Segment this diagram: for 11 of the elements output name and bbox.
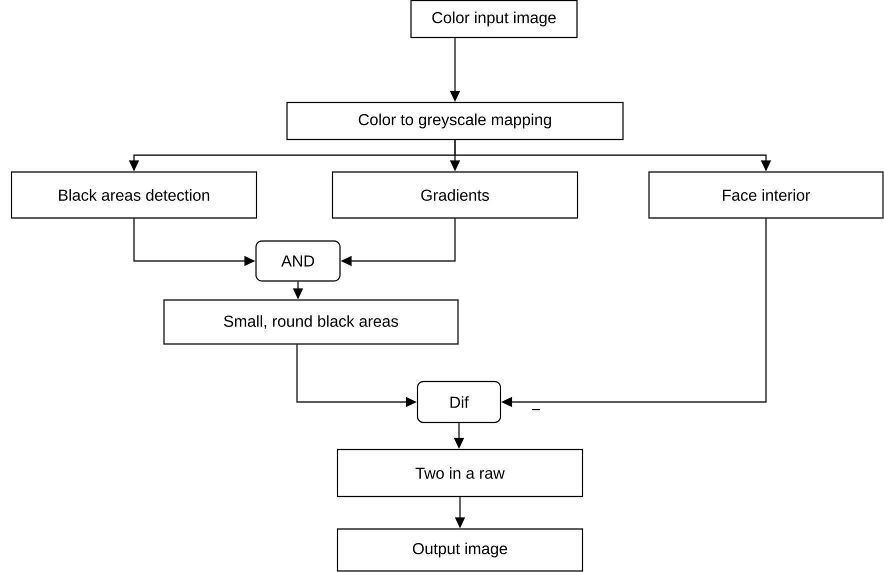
process-box: Face interior — [648, 171, 884, 219]
process-box: Output image — [336, 528, 584, 572]
operator-box: AND — [255, 240, 341, 282]
process-box: Color input image — [410, 0, 578, 38]
process-box: Two in a raw — [336, 448, 584, 498]
process-box: Small, round black areas — [163, 299, 459, 345]
edge-label: − — [530, 408, 542, 416]
process-box: Gradients — [332, 171, 578, 219]
process-box: Color to greyscale mapping — [286, 102, 624, 140]
process-box: Black areas detection — [10, 171, 258, 219]
operator-box: Dif — [416, 380, 502, 424]
